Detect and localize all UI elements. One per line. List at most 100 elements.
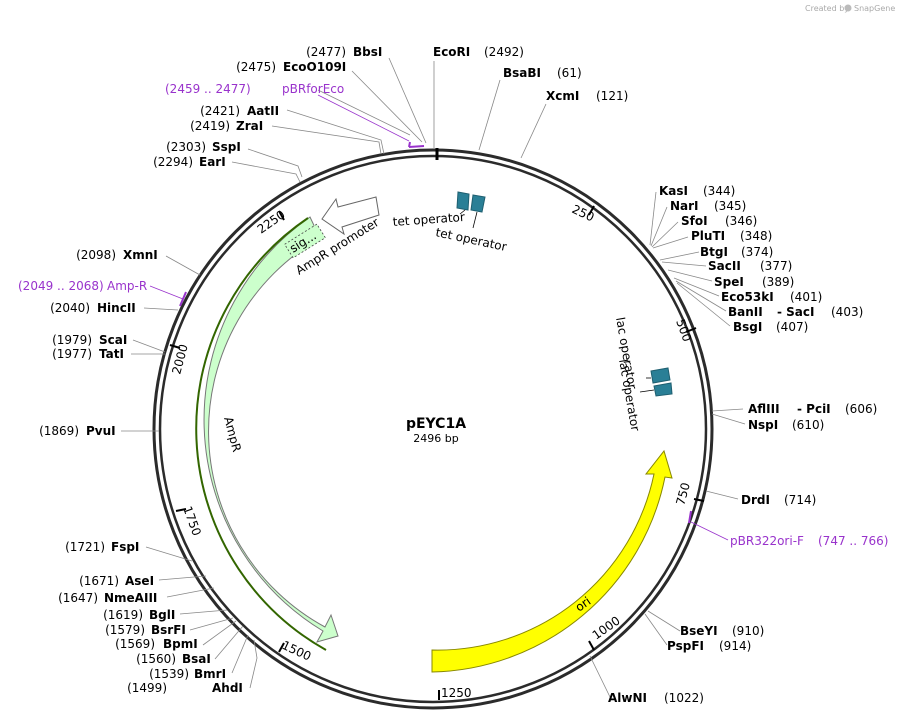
enzyme-name: PvuI <box>86 424 116 438</box>
enzyme-name: TatI <box>99 347 124 361</box>
tick-mark <box>588 640 595 651</box>
plasmid-length: 2496 bp <box>413 432 458 445</box>
enzyme-name: BseYI <box>680 624 718 638</box>
enzyme-name: XcmI <box>546 89 579 103</box>
enzyme-name: SfoI <box>681 214 708 228</box>
enzyme-name: BglI <box>149 608 175 622</box>
enzyme-name: EarI <box>199 155 226 169</box>
enzyme-name: BbsI <box>353 45 382 59</box>
ori-arrow <box>431 449 673 673</box>
tet-operator-box <box>470 194 486 213</box>
plasmid-name: pEYC1A <box>406 416 466 432</box>
enzyme-labels: EcoRI (2492) BsaBI (61) XcmI (121) KasI … <box>39 45 877 705</box>
enzyme-name: - SacI <box>777 305 814 319</box>
signal-line <box>195 217 327 651</box>
tick-mark <box>693 498 705 502</box>
enzyme-name: NarI <box>670 199 699 213</box>
enzyme-pos: (1977) <box>52 347 92 361</box>
enzyme-pos: (407) <box>776 320 808 334</box>
ori-feature: ori <box>431 449 673 673</box>
tick-label: 750 <box>673 481 692 507</box>
enzyme-pos: (61) <box>557 66 582 80</box>
primer-pbr322ori-mark <box>688 510 692 524</box>
enzyme-name: AflIII <box>748 402 780 416</box>
feature-label-lac-operator: lac operator <box>616 358 642 432</box>
enzyme-name: NspI <box>748 418 778 432</box>
enzyme-name: ScaI <box>99 333 127 347</box>
enzyme-pos: (1539) <box>149 667 189 681</box>
enzyme-pos: (2419) <box>190 119 230 133</box>
enzyme-pos: (2475) <box>236 60 276 74</box>
enzyme-pos: (606) <box>845 402 877 416</box>
enzyme-pos: (1671) <box>79 574 119 588</box>
enzyme-name: XmnI <box>123 248 158 262</box>
enzyme-name: FspI <box>111 540 139 554</box>
primer-name: Amp-R <box>107 279 147 293</box>
enzyme-pos: (914) <box>719 639 751 653</box>
enzyme-pos: (401) <box>790 290 822 304</box>
enzyme-name: EcoRI <box>433 45 470 59</box>
primer-labels: (2459 .. 2477) pBRforEco (2049 .. 2068) … <box>18 82 888 548</box>
enzyme-name: AatII <box>247 104 279 118</box>
ampr-arrow <box>203 216 339 643</box>
backbone <box>152 148 714 710</box>
tick-mark <box>175 508 187 512</box>
enzyme-name: SacII <box>708 259 741 273</box>
enzyme-name: NmeAIII <box>104 591 157 605</box>
primer-leader-lines <box>149 94 729 541</box>
enzyme-pos: (714) <box>784 493 816 507</box>
credit-brand: SnapGene <box>854 4 895 13</box>
enzyme-pos: (344) <box>703 184 735 198</box>
enzyme-pos: (1022) <box>664 691 704 705</box>
enzyme-name: PspFI <box>667 639 704 653</box>
primer-name: pBR322ori-F <box>730 534 804 548</box>
feature-label-ampr: AmpR <box>221 415 244 453</box>
tet-operators: tet operator tet operator <box>392 191 508 254</box>
lac-operators: lac operator lac operator <box>613 316 673 432</box>
snapgene-logo-icon <box>844 4 852 12</box>
enzyme-name: AlwNI <box>608 691 647 705</box>
primer-name: pBRforEco <box>282 82 344 96</box>
signal-box <box>284 223 326 259</box>
primer-marks <box>179 141 692 524</box>
lac-operator-box <box>650 367 671 384</box>
feature-label-tet-operator: tet operator <box>392 210 465 229</box>
enzyme-pos: (403) <box>831 305 863 319</box>
tick-mark <box>685 327 697 333</box>
enzyme-name: BtgI <box>700 245 728 259</box>
enzyme-name: - PciI <box>797 402 831 416</box>
tick-label: 1250 <box>441 686 472 700</box>
primer-range: (2459 .. 2477) <box>165 82 251 96</box>
enzyme-pos: (2303) <box>166 140 206 154</box>
enzyme-pos: (1569) <box>115 637 155 651</box>
enzyme-pos: (1721) <box>65 540 105 554</box>
enzyme-pos: (1579) <box>105 623 145 637</box>
ampr-feature: sig... AmpR <box>195 216 339 651</box>
primer-range: (2049 .. 2068) <box>18 279 104 293</box>
tick-label: 250 <box>570 202 597 224</box>
enzyme-pos: (2492) <box>484 45 524 59</box>
enzyme-name: HincII <box>97 301 136 315</box>
enzyme-name: PluTI <box>691 229 725 243</box>
enzyme-pos: (374) <box>741 245 773 259</box>
enzyme-name: AhdI <box>212 681 243 695</box>
enzyme-name: BsrFI <box>151 623 186 637</box>
lac-operator-box <box>653 382 673 397</box>
enzyme-pos: (2477) <box>306 45 346 59</box>
feature-label-tet-operator: tet operator <box>434 225 508 254</box>
enzyme-name: SpeI <box>714 275 744 289</box>
enzyme-name: BsaI <box>182 652 211 666</box>
enzyme-name: BsaBI <box>503 66 541 80</box>
enzyme-pos: (346) <box>725 214 757 228</box>
enzyme-pos: (2294) <box>153 155 193 169</box>
enzyme-pos: (345) <box>714 199 746 213</box>
enzyme-name: SspI <box>212 140 241 154</box>
enzyme-pos: (2040) <box>50 301 90 315</box>
enzyme-name: DrdI <box>741 493 770 507</box>
enzyme-pos: (1560) <box>136 652 176 666</box>
enzyme-name: KasI <box>659 184 688 198</box>
tick-mark <box>588 205 595 216</box>
enzyme-name: EcoO109I <box>283 60 346 74</box>
tick-mark <box>278 642 285 653</box>
